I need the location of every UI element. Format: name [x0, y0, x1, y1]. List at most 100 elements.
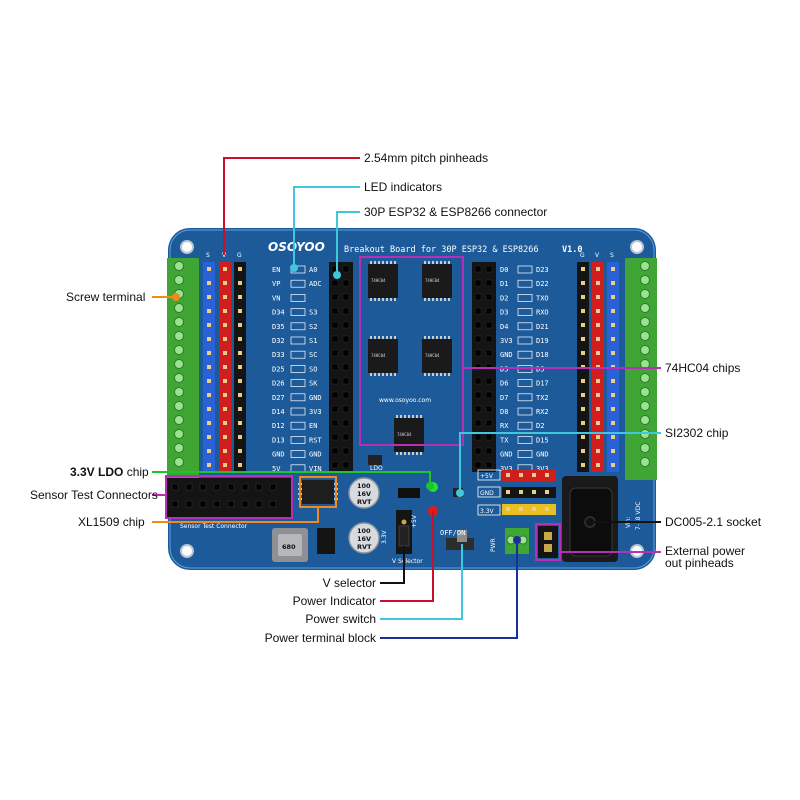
pinhead-pin: [207, 421, 211, 425]
connector-hole: [342, 405, 350, 413]
pinhead-pin: [207, 281, 211, 285]
chip-pin: [374, 336, 376, 339]
mount-hole-bl: [180, 544, 194, 558]
screw-right: [640, 317, 650, 327]
screw-left: [174, 373, 184, 383]
xl1509-chip: [298, 480, 338, 504]
connector-hole: [342, 391, 350, 399]
sensor-pin: [185, 483, 193, 491]
left-pin-label: D25: [272, 365, 285, 373]
capacitor-top: 100 16V RVT: [348, 477, 380, 509]
pinhead-pin: [207, 351, 211, 355]
brand-logo: OSOYOO: [268, 240, 325, 254]
chip-pin: [396, 415, 398, 418]
capacitor-bottom: 100 16V RVT: [348, 522, 380, 554]
rail-pin: [506, 507, 510, 511]
pinhead-pin: [238, 337, 242, 341]
led-indicator: [290, 421, 306, 430]
chip-pin: [370, 373, 372, 376]
screw-right: [640, 373, 650, 383]
left-side-label: S1: [309, 337, 317, 345]
pinhead-pin: [581, 351, 585, 355]
pinhead-pin: [581, 323, 585, 327]
v-selector: 3.3V +5V V Selector: [381, 510, 423, 565]
svg-text:680: 680: [282, 543, 296, 551]
chip-pin: [400, 452, 402, 455]
screw-right: [640, 415, 650, 425]
connector-hole: [474, 321, 482, 329]
connector-hole: [474, 307, 482, 315]
pinhead-pin: [238, 365, 242, 369]
connector-hole: [474, 349, 482, 357]
led-indicator: [517, 294, 533, 302]
mount-hole-tr: [630, 240, 644, 254]
connector-hole: [342, 349, 350, 357]
callout-pwrterm: Power terminal block: [265, 631, 377, 645]
led-indicator: [290, 450, 306, 458]
right-side-label: D17: [536, 380, 549, 388]
screw-left: [174, 443, 184, 453]
pinhead-pin: [238, 421, 242, 425]
connector-hole: [474, 419, 482, 427]
pinhead-pin: [223, 449, 227, 453]
pinhead-pin: [223, 463, 227, 467]
led-indicator: [517, 407, 533, 416]
chip-pin: [394, 261, 396, 264]
pinhead-pin: [596, 421, 600, 425]
screw-right: [640, 387, 650, 397]
sensor-pin: [213, 500, 221, 508]
left-pin-label: GND: [272, 451, 285, 459]
led-indicator: [290, 365, 306, 373]
chip-pin: [424, 373, 426, 376]
left-pin-label: D34: [272, 309, 285, 317]
callout-line-pwrind: [380, 511, 434, 602]
pinhead-pin: [238, 351, 242, 355]
pinhead-pin: [611, 295, 615, 299]
screw-right: [640, 261, 650, 271]
rail-pin-row: [502, 470, 556, 481]
pinhead-pin: [207, 365, 211, 369]
esp-connector-left: [329, 262, 353, 472]
left-pin-label: EN: [272, 266, 280, 274]
connector-hole: [474, 461, 482, 469]
sensor-test-connector: Sensor Test Connector: [166, 478, 292, 530]
chip-pin: [374, 373, 376, 376]
led-indicator: [290, 308, 306, 316]
pinhead-pin: [207, 267, 211, 271]
pinhead-pin: [223, 435, 227, 439]
connector-hole: [331, 433, 339, 441]
right-side-label: D2: [536, 422, 544, 430]
connector-hole: [485, 349, 493, 357]
left-pin-label: D26: [272, 380, 285, 388]
right-side-label: 3V3: [536, 465, 549, 473]
led-indicator: [290, 294, 306, 302]
led-indicator: [290, 336, 306, 345]
rail-pin-row: [502, 487, 556, 498]
header-letter-v-right: V: [595, 252, 600, 259]
header-letter-s: S: [206, 252, 210, 259]
connector-hole: [331, 391, 339, 399]
pinhead-pin: [238, 393, 242, 397]
chip-pin: [404, 415, 406, 418]
chip-pin: [424, 261, 426, 264]
screw-right: [640, 443, 650, 453]
pinhead-pin: [611, 337, 615, 341]
smd-part: [398, 488, 420, 498]
screw-left: [174, 359, 184, 369]
chip-pin: [396, 452, 398, 455]
svg-text:100: 100: [357, 527, 371, 535]
chip-pin: [378, 261, 380, 264]
callout-box-xl1509: [299, 476, 337, 508]
chip-pin: [448, 336, 450, 339]
connector-hole: [474, 265, 482, 273]
pinhead-pin: [207, 463, 211, 467]
pinhead-pin: [207, 393, 211, 397]
left-side-label: VIN: [309, 465, 322, 473]
connector-hole: [485, 293, 493, 301]
chip-74hc04-3: 74HC04: [368, 339, 398, 373]
inductor: 680: [272, 528, 308, 562]
chip-74hc04-5: 74HC04: [394, 418, 424, 452]
svg-text:OFF/ON: OFF/ON: [440, 529, 465, 537]
left-side-label: GND: [309, 394, 322, 402]
right-side-label: RX2: [536, 408, 549, 416]
